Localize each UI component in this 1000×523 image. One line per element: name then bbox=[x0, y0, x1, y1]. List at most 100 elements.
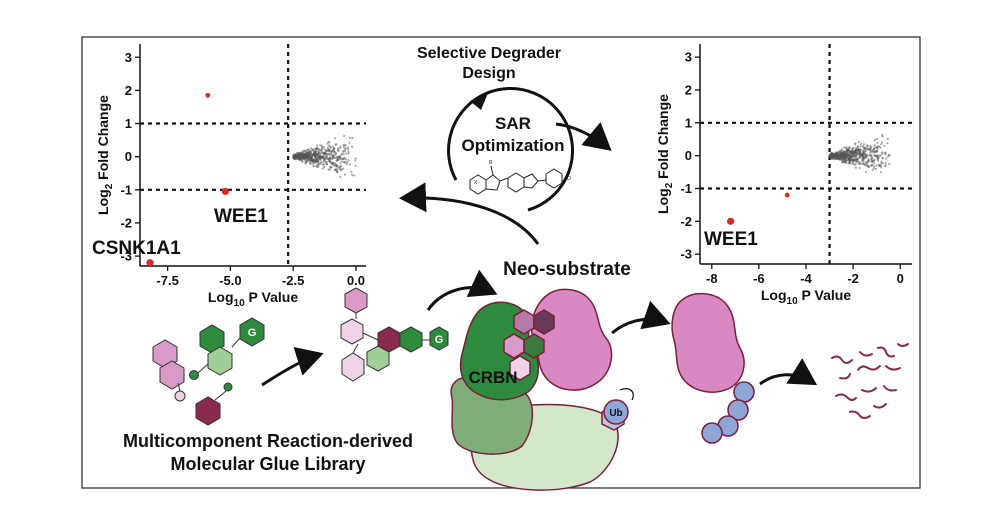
bulk-point bbox=[864, 170, 868, 174]
bulk-point bbox=[883, 151, 887, 154]
bulk-point bbox=[324, 151, 327, 154]
bulk-point bbox=[339, 146, 342, 149]
bulk-point bbox=[305, 161, 308, 164]
cycle-label-line-1: SAR bbox=[495, 114, 531, 133]
bulk-point bbox=[881, 141, 884, 144]
bulk-point bbox=[315, 157, 318, 160]
bulk-point bbox=[327, 140, 330, 143]
bulk-point bbox=[869, 151, 872, 154]
bulk-point bbox=[317, 152, 320, 155]
bulk-point bbox=[314, 165, 317, 168]
bulk-point bbox=[851, 148, 854, 151]
bulk-point bbox=[320, 144, 324, 147]
bulk-point bbox=[330, 152, 333, 155]
ternary-complex bbox=[450, 288, 634, 491]
bulk-point bbox=[853, 152, 856, 155]
bulk-point bbox=[351, 136, 354, 140]
bulk-point bbox=[319, 151, 322, 154]
bulk-point bbox=[348, 141, 351, 144]
bulk-point bbox=[332, 147, 335, 150]
bulk-point bbox=[832, 153, 836, 157]
bulk-point bbox=[341, 157, 345, 160]
bulk-point bbox=[313, 147, 316, 150]
bulk-point bbox=[308, 156, 312, 160]
bulk-point bbox=[342, 153, 345, 156]
bulk-point bbox=[880, 171, 883, 174]
bulk-point bbox=[848, 146, 851, 149]
bulk-point bbox=[861, 163, 864, 166]
x-tick-label: -6 bbox=[753, 271, 765, 286]
bulk-point bbox=[346, 161, 349, 164]
bulk-point bbox=[879, 154, 883, 157]
bulk-point bbox=[339, 162, 342, 165]
bulk-point bbox=[343, 134, 346, 138]
bulk-point bbox=[342, 146, 346, 149]
bulk-point bbox=[871, 157, 874, 160]
bulk-point bbox=[348, 163, 351, 166]
bulk-point bbox=[306, 155, 309, 158]
bulk-point bbox=[853, 163, 857, 166]
y-tick-label: -1 bbox=[120, 182, 132, 197]
bulk-point bbox=[881, 161, 885, 165]
bulk-point bbox=[294, 157, 297, 160]
bulk-point bbox=[345, 158, 348, 161]
x-tick-label: -7.5 bbox=[156, 273, 178, 288]
bulk-point bbox=[851, 159, 854, 162]
bulk-point bbox=[317, 159, 320, 162]
bulk-point bbox=[321, 146, 324, 149]
bulk-point bbox=[322, 145, 325, 148]
y-tick-label: 2 bbox=[685, 82, 692, 97]
bulk-point bbox=[873, 162, 876, 165]
bulk-point bbox=[866, 163, 869, 166]
bulk-point bbox=[872, 167, 876, 170]
bulk-point bbox=[878, 165, 882, 168]
bulk-point bbox=[296, 156, 299, 159]
bulk-point bbox=[873, 150, 876, 153]
bulk-point bbox=[317, 148, 320, 151]
g-badge-2: G bbox=[435, 334, 444, 346]
bulk-point bbox=[325, 161, 328, 164]
bulk-point bbox=[327, 157, 330, 160]
bulk-point bbox=[334, 162, 337, 165]
figure-frame bbox=[81, 36, 921, 489]
bulk-point bbox=[310, 150, 313, 153]
bulk-point bbox=[318, 154, 322, 158]
bulk-point bbox=[310, 152, 313, 155]
bulk-point bbox=[869, 146, 872, 149]
point-label-wee1: WEE1 bbox=[214, 206, 268, 227]
bulk-point bbox=[848, 153, 851, 156]
bulk-point bbox=[322, 152, 325, 155]
y-tick-label: 1 bbox=[685, 115, 692, 130]
bulk-point bbox=[311, 148, 314, 151]
bulk-point bbox=[299, 153, 302, 156]
bulk-point bbox=[860, 159, 864, 162]
bulk-point bbox=[867, 165, 870, 168]
bulk-point bbox=[884, 153, 887, 156]
bulk-point bbox=[311, 160, 314, 163]
bulk-point bbox=[292, 155, 295, 159]
arrow-to-left-plot bbox=[399, 182, 540, 245]
arrow-to-degradation bbox=[759, 358, 818, 386]
bulk-point bbox=[326, 152, 330, 155]
bulk-point bbox=[323, 148, 326, 151]
cycle-label-line-2: Optimization bbox=[462, 136, 565, 155]
bulk-point bbox=[339, 156, 342, 159]
bulk-point bbox=[313, 153, 316, 156]
x-tick-label: -2.5 bbox=[282, 273, 304, 288]
bulk-point bbox=[319, 162, 322, 165]
y-axis-title: Log2 Fold Change bbox=[95, 95, 115, 215]
bulk-point bbox=[839, 158, 842, 161]
bulk-point bbox=[856, 157, 859, 160]
bulk-point bbox=[309, 162, 312, 165]
bulk-point bbox=[855, 151, 859, 154]
bulk-point bbox=[333, 164, 336, 167]
bulk-point bbox=[326, 142, 329, 145]
bulk-point bbox=[880, 143, 883, 146]
bulk-point bbox=[858, 166, 861, 169]
bulk-point bbox=[350, 170, 353, 173]
bulk-point bbox=[315, 147, 319, 150]
bulk-point bbox=[354, 157, 357, 160]
bulk-point bbox=[870, 148, 873, 151]
bulk-point bbox=[852, 157, 856, 160]
highlighted-point bbox=[727, 217, 735, 225]
